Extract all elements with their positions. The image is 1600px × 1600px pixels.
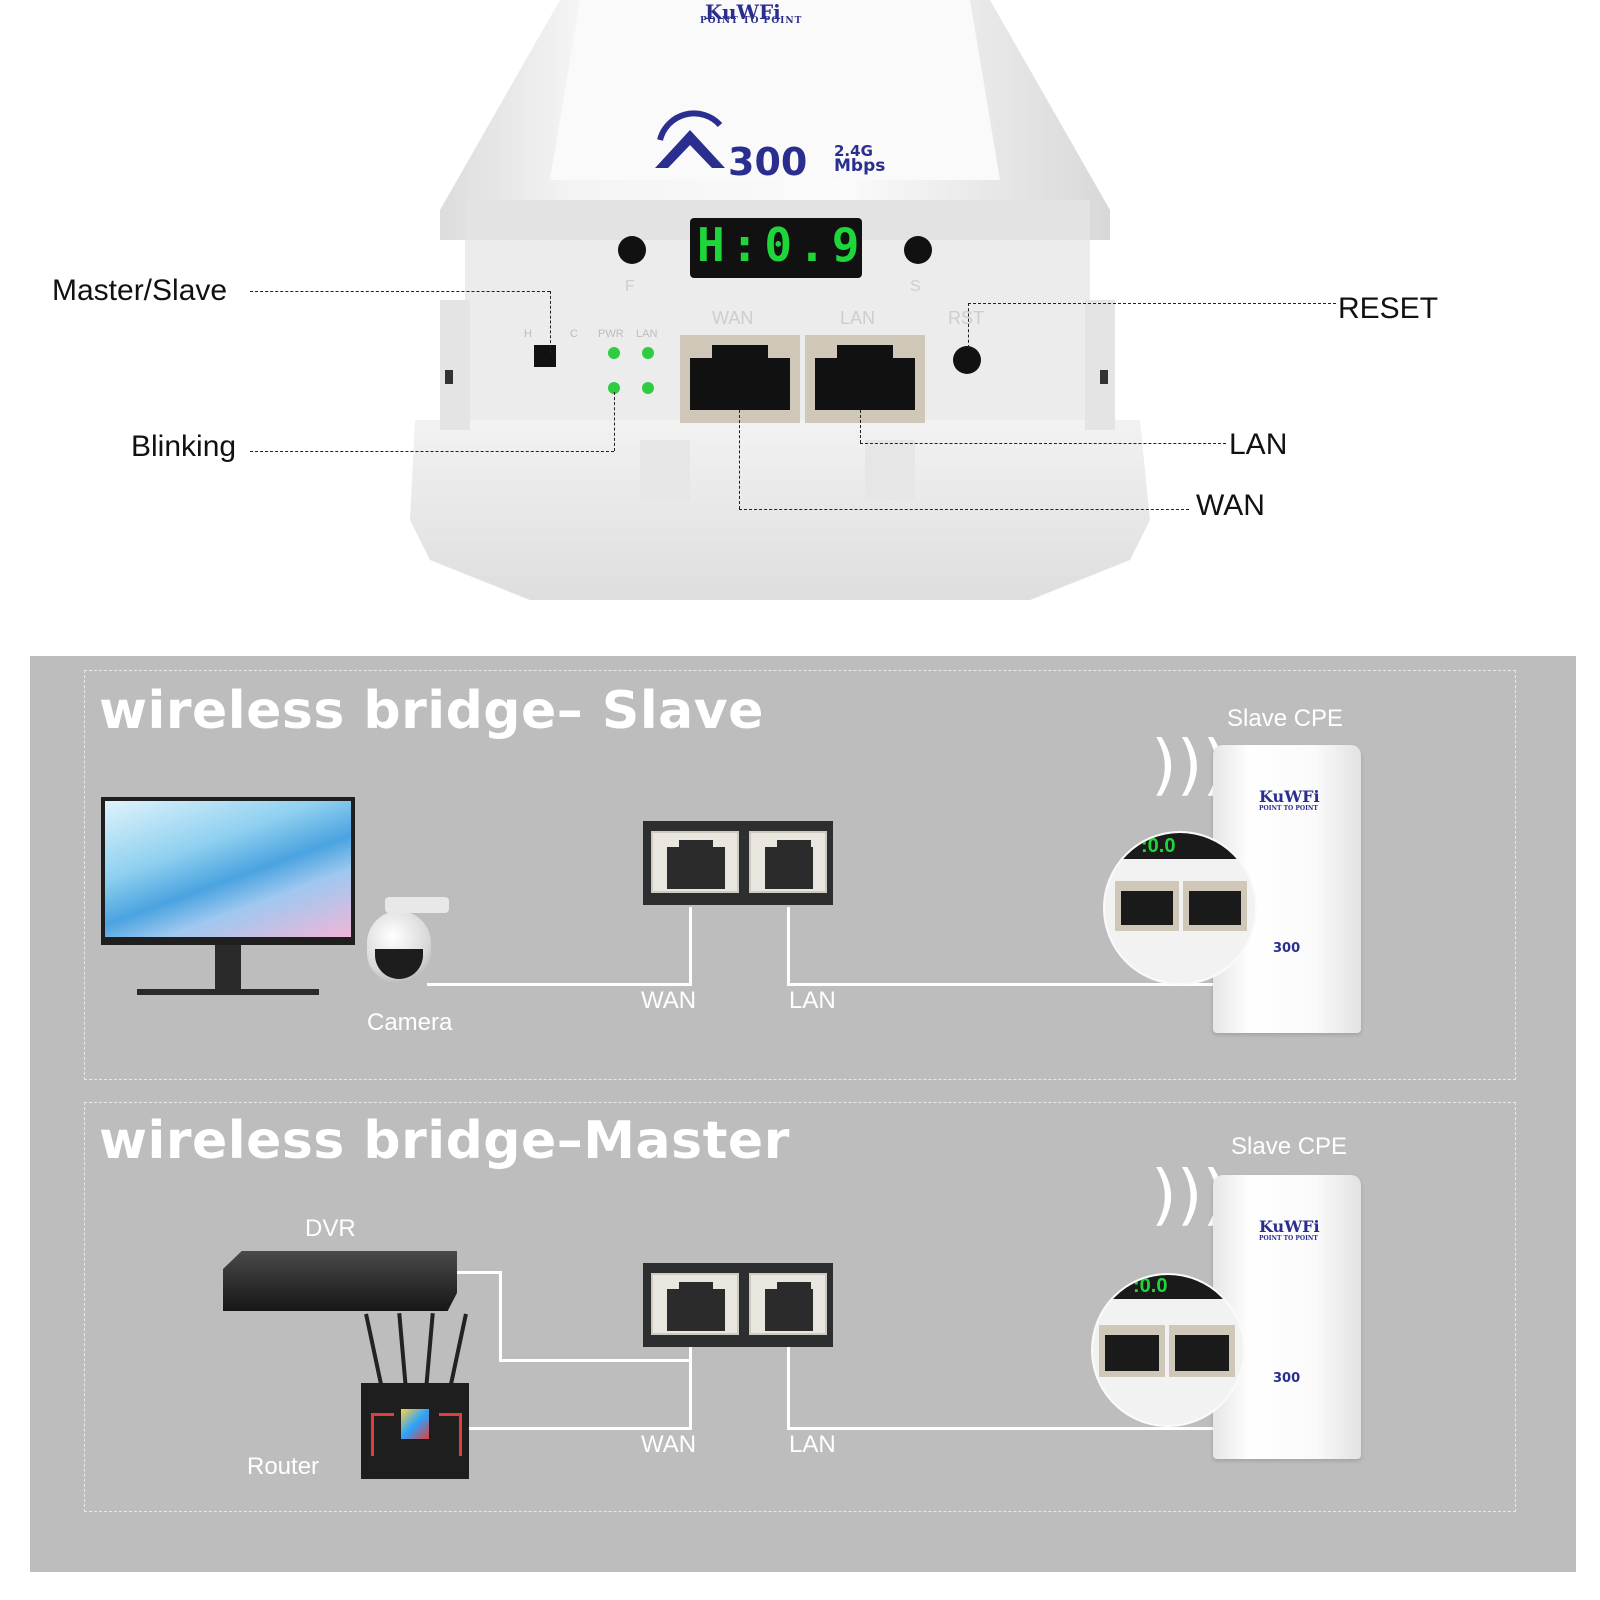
port-wan-label: WAN [712,308,754,328]
reset-button-icon [953,346,981,374]
camera-mount [385,897,449,913]
cpe-brand: KuWFi [1259,1217,1320,1236]
callout-reset: RESET [1338,292,1439,325]
led-pwr-icon [608,347,620,359]
device-brand-sub: POINT TO POINT [700,16,803,26]
callout-master-slave: Master/Slave [52,274,228,307]
reset-label: RST [948,308,984,328]
rj45-ports [643,1263,833,1347]
monitor-base [137,989,319,995]
f-button-icon [618,236,646,264]
slave-section-title: wireless bridge– Slave [99,681,764,741]
device-band: 2.4G [834,142,873,160]
lan-label: LAN [789,987,836,1014]
antenna-logo-icon [655,130,725,168]
cpe-zoom-circle: :0.0 [1091,1273,1245,1427]
callout-lan: LAN [1229,428,1288,461]
wire [469,1427,691,1430]
callout-line [968,303,1336,304]
wifi-signal-icon: ))) [1151,726,1229,803]
dvr-icon [223,1251,457,1311]
wire [689,907,692,986]
cpe-speed: 300 [1273,1371,1301,1386]
monitor-icon [101,797,355,945]
master-section: wireless bridge–Master DVR Router [84,1102,1516,1512]
slave-cpe-label: Slave CPE [1231,1133,1348,1160]
digital-display [690,218,862,278]
master-section-title: wireless bridge–Master [99,1111,790,1171]
led-lan-label: LAN [636,328,658,340]
cpe-brand: KuWFi [1259,787,1320,806]
callout-line [739,509,1189,510]
button-s-label: S [910,278,921,295]
camera-icon [367,911,431,983]
callout-line [860,443,1226,444]
lan-label: LAN [789,1431,836,1458]
connection-diagram-panel: wireless bridge– Slave Camera WAN LAN Sl… [30,656,1576,1572]
wire [427,983,691,986]
device-brand: KuWFi [705,0,781,24]
camera-label: Camera [367,1009,453,1036]
led-blink-1-icon [608,382,620,394]
wan-port-icon [651,831,739,893]
cpe-speed: 300 [1273,941,1301,956]
callout-line [250,291,550,292]
device-speed-unit: Mbps [834,156,886,176]
wifi-signal-icon: ))) [1151,1156,1229,1233]
s-button-icon [904,236,932,264]
led-pwr-label: PWR [598,328,624,340]
led-blink-2-icon [642,382,654,394]
lan-port-icon [749,1273,827,1335]
callout-line [614,392,615,451]
callout-line [860,410,861,443]
callout-line [550,291,551,353]
cpe-display: :0.0 [1133,1275,1168,1297]
switch-c-label: C [570,328,578,340]
wan-label: WAN [641,1431,697,1458]
device-speed: 300 [728,140,808,184]
device-illustration: KuWFi POINT TO POINT 300 2.4G Mbps H:0.9… [0,0,1600,640]
cpe-display: :0.0 [1141,835,1176,857]
port-lan-label: LAN [840,308,876,328]
wire [787,907,790,986]
wire [787,1427,1217,1430]
rj45-ports [643,821,833,905]
cpe-brand-sub: POINT TO POINT [1259,805,1318,812]
lan-port-icon [749,831,827,893]
callout-line [968,303,969,348]
cpe-zoom-circle: :0.0 [1103,831,1257,985]
callout-line [739,410,740,509]
wire [499,1359,691,1362]
wire [787,983,1217,986]
wire [499,1271,502,1361]
display-digits: H:0.9 [697,218,866,272]
slave-section: wireless bridge– Slave Camera WAN LAN Sl… [84,670,1516,1080]
router-label: Router [247,1453,320,1480]
wan-label: WAN [641,987,697,1014]
master-slave-switch-icon [534,345,556,367]
led-lan-icon [642,347,654,359]
slave-cpe-label: Slave CPE [1227,705,1344,732]
router-icon [361,1312,469,1479]
button-f-label: F [625,278,635,295]
wan-port-icon [651,1273,739,1335]
switch-h-label: H [524,328,532,340]
wire [457,1271,501,1274]
callout-wan: WAN [1196,489,1265,522]
slave-cpe-device: KuWFi POINT TO POINT 300 [1213,745,1361,1033]
monitor-stand [215,945,241,993]
dvr-label: DVR [305,1215,356,1242]
wire [787,1343,790,1430]
cpe-brand-sub: POINT TO POINT [1259,1235,1318,1242]
wire [689,1343,692,1430]
callout-blinking: Blinking [131,430,237,463]
callout-line [250,451,614,452]
